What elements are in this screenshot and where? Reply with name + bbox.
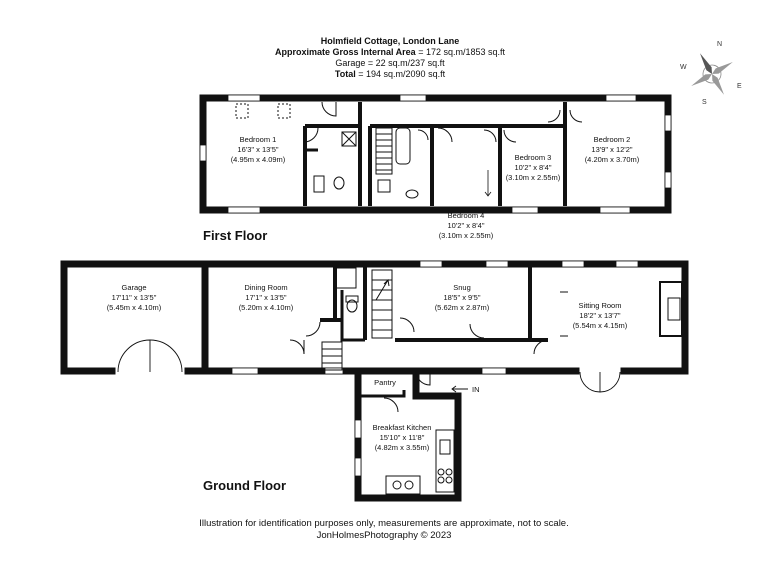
snug-imperial: 18'5" x 9'5" xyxy=(444,293,481,302)
bedroom2-metric: (4.20m x 3.70m) xyxy=(585,155,640,164)
dining-name: Dining Room xyxy=(244,283,287,292)
ground-floor-label: Ground Floor xyxy=(203,478,287,493)
property-title: Holmfield Cottage, London Lane xyxy=(320,36,460,46)
compass-e: E xyxy=(737,83,742,90)
sitting-name: Sitting Room xyxy=(579,301,622,310)
bedroom1-imperial: 16'3" x 13'5" xyxy=(237,145,278,154)
internal-area: Approximate Gross Internal Area = 172 sq… xyxy=(274,47,506,57)
dining-metric: (5.20m x 4.10m) xyxy=(239,303,294,312)
bedroom4-metric: (3.10m x 2.55m) xyxy=(439,231,494,240)
sitting-metric: (5.54m x 4.15m) xyxy=(573,321,628,330)
bedroom3-name: Bedroom 3 xyxy=(515,153,552,162)
compass-rose xyxy=(691,53,733,95)
total-area: Total = 194 sq.m/2090 sq.ft xyxy=(334,69,446,79)
bedroom4-imperial: 10'2" x 8'4" xyxy=(448,221,485,230)
bedroom1-metric: (4.95m x 4.09m) xyxy=(231,155,286,164)
compass-w: W xyxy=(680,64,687,71)
disclaimer-text: Illustration for identification purposes… xyxy=(199,518,569,529)
dining-imperial: 17'1" x 13'5" xyxy=(245,293,286,302)
garage-metric: (5.45m x 4.10m) xyxy=(107,303,162,312)
pantry-name: Pantry xyxy=(374,378,396,387)
compass-s: S xyxy=(702,99,707,106)
bedroom2-name: Bedroom 2 xyxy=(594,135,631,144)
garage-imperial: 17'11" x 13'5" xyxy=(112,293,157,302)
kitchen-imperial: 15'10" x 11'8" xyxy=(380,433,425,442)
ground-floor-plan xyxy=(60,260,689,502)
compass-n: N xyxy=(717,41,722,48)
sitting-imperial: 18'2" x 13'7" xyxy=(579,311,620,320)
snug-name: Snug xyxy=(453,283,471,292)
snug-metric: (5.62m x 2.87m) xyxy=(435,303,490,312)
first-floor-plan xyxy=(199,94,672,214)
bedroom1-name: Bedroom 1 xyxy=(240,135,277,144)
entrance-label: IN xyxy=(472,385,480,394)
bedroom3-imperial: 10'2" x 8'4" xyxy=(515,163,552,172)
garage-name: Garage xyxy=(121,283,146,292)
credit-text: JonHolmesPhotography © 2023 xyxy=(316,530,452,541)
plan-header: Holmfield Cottage, London Lane Approxima… xyxy=(220,36,560,80)
bedroom3-metric: (3.10m x 2.55m) xyxy=(506,173,561,182)
kitchen-name: Breakfast Kitchen xyxy=(373,423,432,432)
bedroom2-imperial: 13'9" x 12'2" xyxy=(591,145,632,154)
first-floor-label: First Floor xyxy=(203,228,268,243)
bedroom4-name: Bedroom 4 xyxy=(448,211,485,220)
kitchen-metric: (4.82m x 3.55m) xyxy=(375,443,430,452)
plan-footer: Illustration for identification purposes… xyxy=(150,518,618,542)
garage-area: Garage = 22 sq.m/237 sq.ft xyxy=(335,58,445,68)
